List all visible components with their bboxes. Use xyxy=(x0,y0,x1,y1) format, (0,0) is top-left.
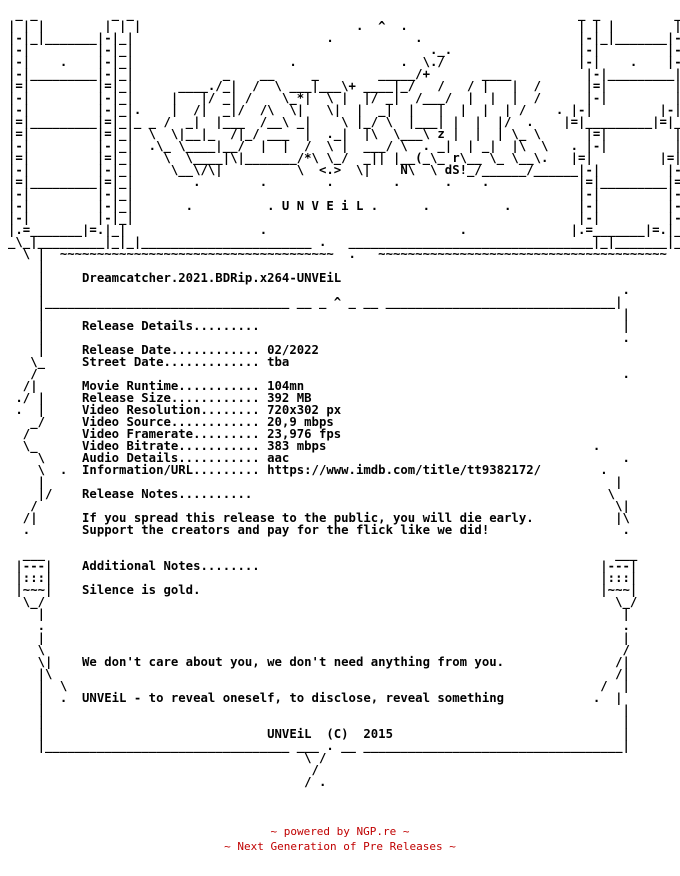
footer-tagline: ~ Next Generation of Pre Releases ~ xyxy=(224,840,456,853)
footer: ~ powered by NGP.re ~ ~ Next Generation … xyxy=(0,824,680,854)
nfo-ascii-art: _ _ _ _ _ _ _ _ | | | | | | . ^ . | | | … xyxy=(8,7,680,789)
footer-powered-by: ~ powered by NGP.re ~ xyxy=(270,825,410,838)
